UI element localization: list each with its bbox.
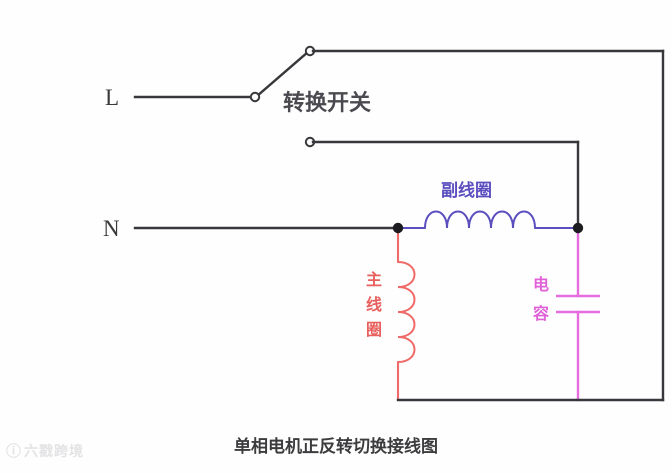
aux-coil-windings-icon (424, 210, 536, 229)
terminal-label-n: N (103, 216, 120, 241)
main-coil-group (396, 228, 416, 402)
changeover-switch-label: 转换开关 (283, 90, 371, 116)
capacitor-label: 电容 (532, 275, 549, 323)
aux-coil-group (396, 210, 580, 230)
aux-coil-label: 副线圈 (441, 180, 492, 201)
junction-nodes-group (392, 222, 584, 234)
reverse-branch-wire-group (311, 140, 580, 230)
forward-branch-wire-group (311, 49, 665, 402)
junction-dot-capacitor (572, 222, 584, 234)
main-coil-label: 主线圈 (366, 270, 382, 339)
main-coil-windings-icon (397, 261, 416, 363)
terminal-label-l: L (105, 85, 119, 110)
junction-dot-neutral (392, 222, 404, 234)
switch-pivot-contact-icon[interactable] (249, 91, 261, 103)
switch-blade[interactable] (255, 50, 310, 98)
capacitor-group (556, 228, 600, 402)
diagram-caption: 单相电机正反转切换接线图 (234, 436, 438, 457)
